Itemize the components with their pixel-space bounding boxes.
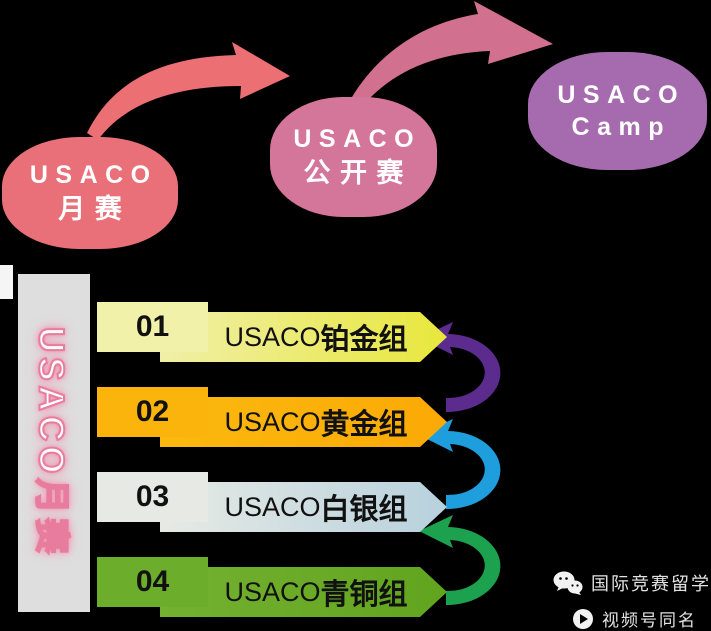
wechat-icon — [553, 571, 583, 595]
level-3-number-box: 03 — [97, 472, 208, 522]
sidebar-monthly-contest: USACO月赛 — [18, 274, 90, 612]
sidebar-label: USACO月赛 — [31, 326, 72, 559]
flow-node-camp-title: USACO — [557, 80, 686, 109]
level-4-number-box: 04 — [97, 557, 208, 607]
flow-node-monthly-subtitle: 月赛 — [58, 193, 132, 224]
level-4-label-zh: 青铜组 — [320, 579, 408, 611]
flow-node-monthly-title: USACO — [29, 161, 158, 190]
flow-node-monthly: USACO 月赛 — [2, 137, 178, 249]
level-3-label-en: USACO — [224, 491, 321, 522]
flow-node-camp-subtitle: Camp — [571, 113, 671, 141]
level-2-label-zh: 黄金组 — [320, 409, 408, 441]
level-1-number-box: 01 — [97, 302, 208, 352]
level-4-label-en: USACO — [224, 576, 321, 607]
sidebar-tab — [0, 265, 13, 299]
level-1-label-en: USACO — [224, 321, 321, 352]
flow-arrow-open-to-camp — [352, 1, 553, 102]
level-4-number: 04 — [135, 565, 170, 598]
flow-node-open-title: USACO — [293, 125, 422, 154]
level-3-label-zh: 白银组 — [320, 494, 408, 526]
flow-arrow-monthly-to-open — [87, 42, 290, 140]
level-3-number: 03 — [135, 480, 170, 513]
level-1-label-zh: 铂金组 — [320, 324, 408, 356]
flow-node-open: USACO 公开赛 — [270, 97, 437, 217]
flow-node-open-subtitle: 公开赛 — [303, 157, 413, 188]
level-2-label-en: USACO — [224, 406, 321, 437]
flow-node-camp: USACO Camp — [528, 52, 707, 170]
watermark-account-name: 国际竞赛留学 — [591, 574, 711, 594]
level-1-number: 01 — [135, 310, 170, 343]
level-3-banner-silver: USACO 白银组 — [160, 482, 447, 532]
level-2-number: 02 — [135, 395, 170, 428]
level-2-number-box: 02 — [97, 387, 208, 437]
watermark-line-1: 国际竞赛留学 — [553, 570, 711, 596]
